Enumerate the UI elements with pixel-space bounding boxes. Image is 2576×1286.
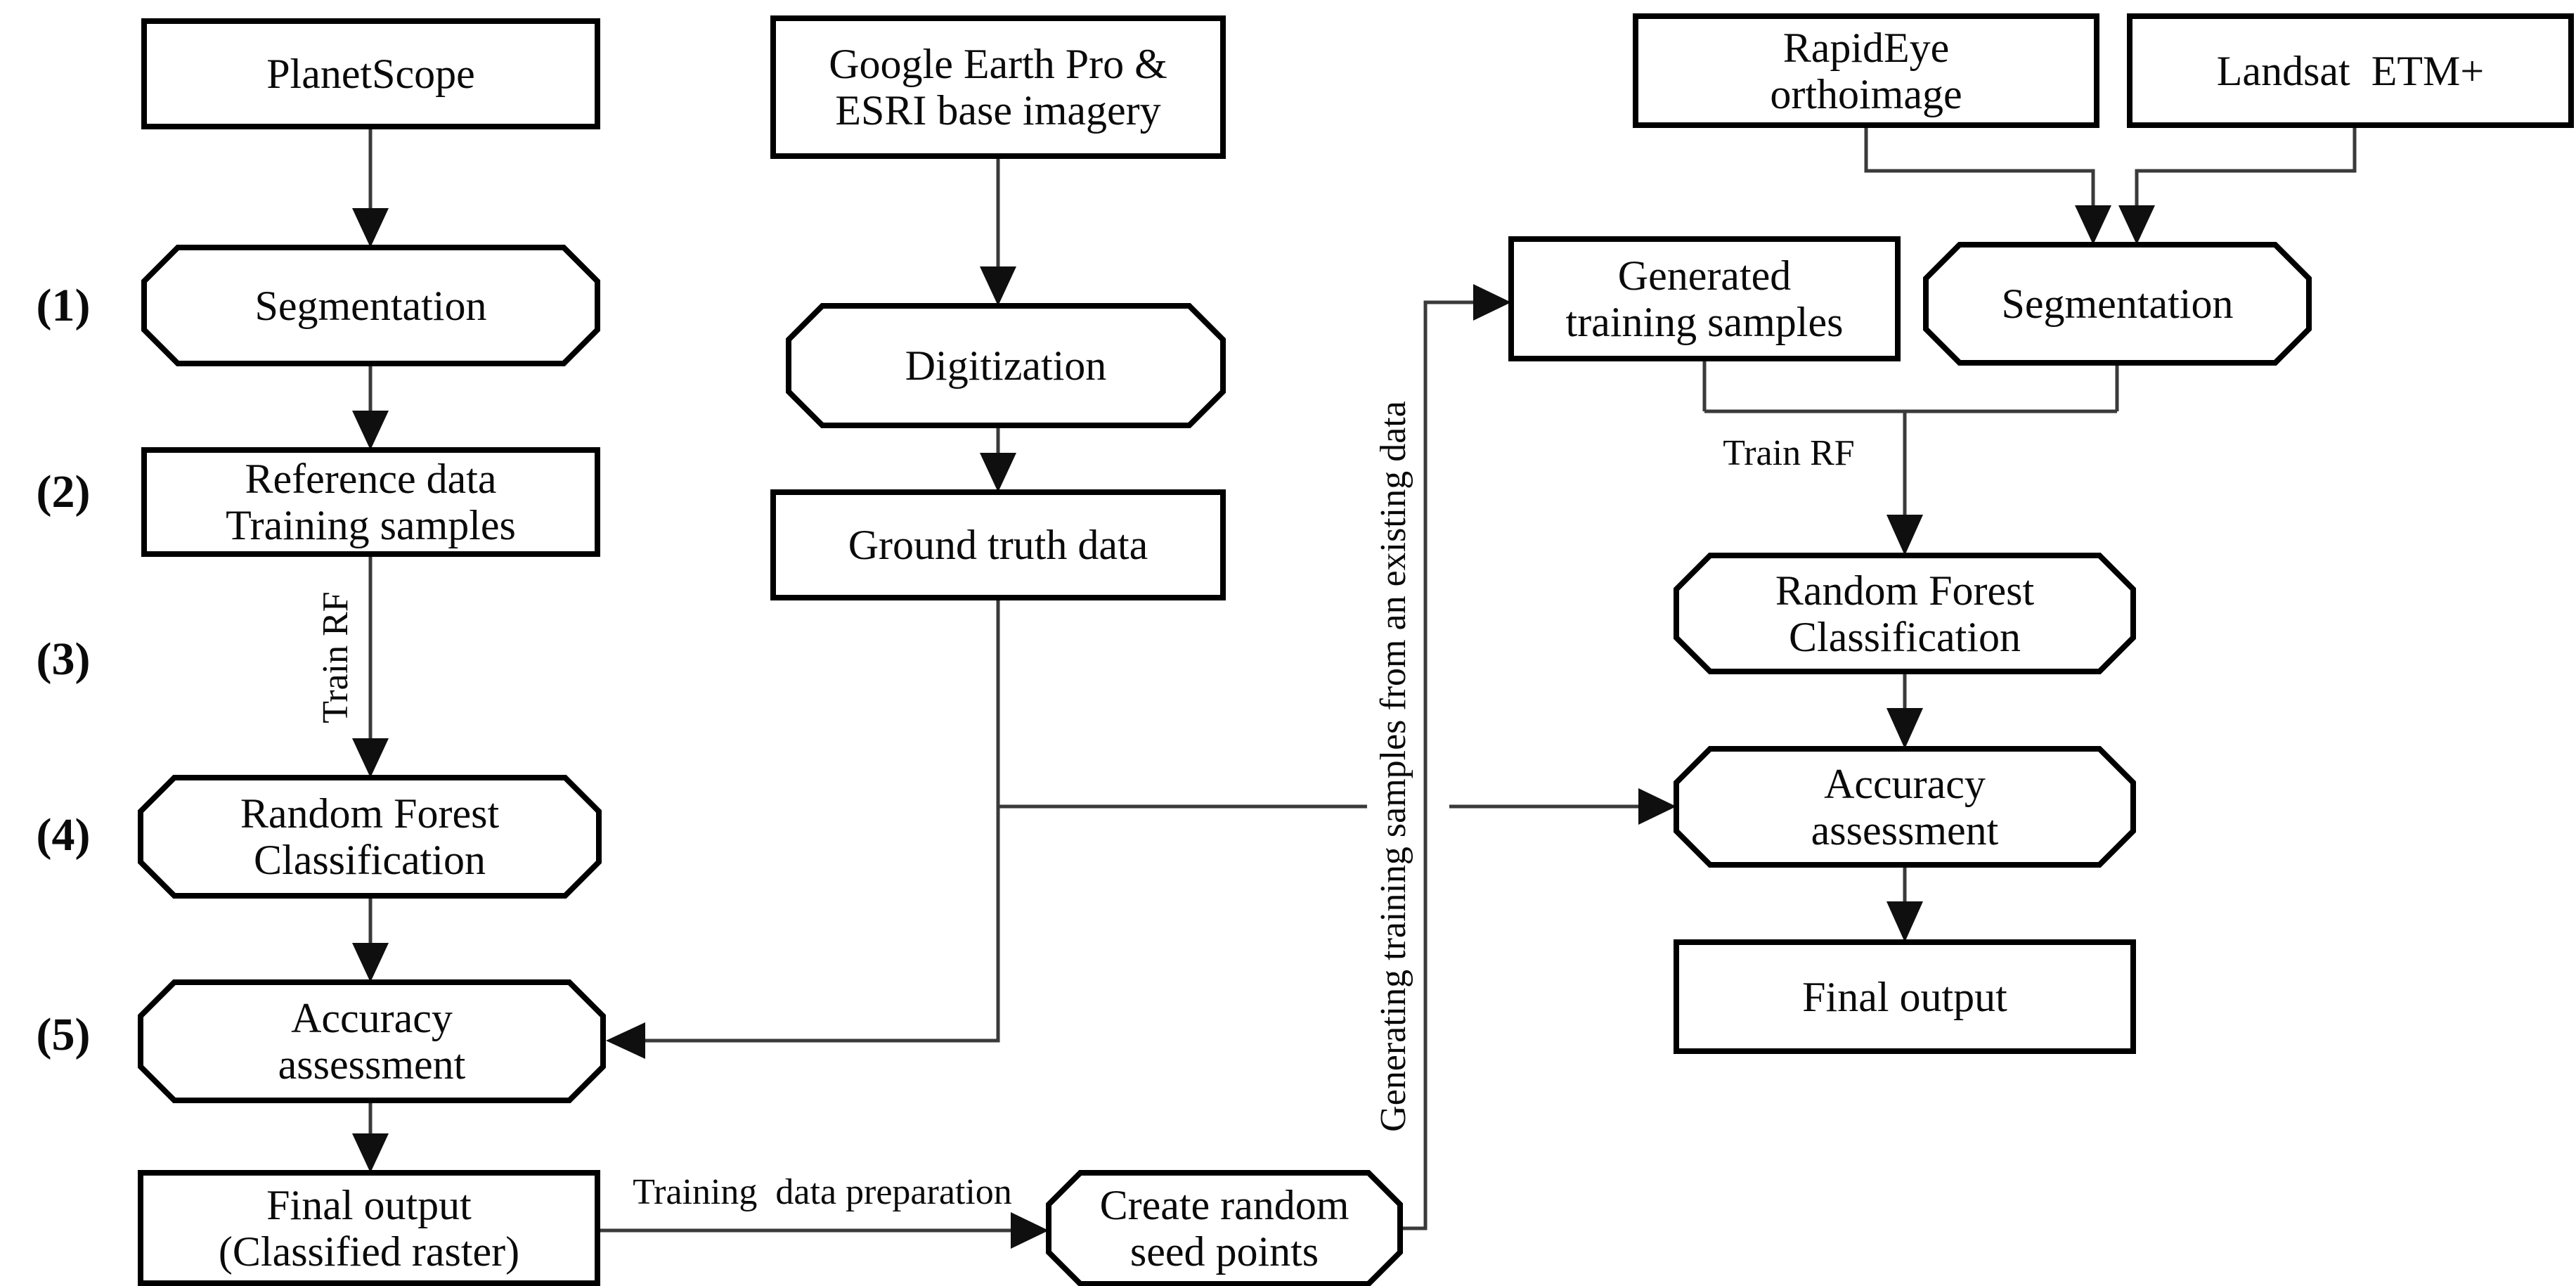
edge-rf-left-to-accuracy-left — [352, 896, 389, 982]
node-accuracy-right-line1: Accuracy — [1824, 760, 1986, 807]
node-accuracy-right-octagon — [1674, 746, 2136, 868]
node-generated-samples-line2: training samples — [1565, 299, 1844, 345]
node-final-output-left-label: Final output (Classified raster) — [141, 1173, 597, 1283]
node-rf-right-line2: Classification — [1789, 613, 2021, 660]
node-google-earth-label: Google Earth Pro & ESRI base imagery — [773, 18, 1223, 156]
edge-train-rf-junction-right — [1702, 359, 2119, 555]
edge-google-earth-to-digitization — [980, 156, 1016, 306]
node-rf-classification-right-label: Random Forest Classification — [1676, 555, 2133, 671]
step-label-3-text: (3) — [36, 634, 91, 685]
node-accuracy-right-label: Accuracy assessment — [1676, 749, 2133, 865]
node-accuracy-left-octagon — [138, 979, 606, 1103]
edge-accuracy-left-to-final-left — [352, 1100, 389, 1173]
node-planetscope-box — [141, 18, 600, 129]
node-landsat-label: Landsat ETM+ — [2130, 16, 2571, 125]
step-label-4-text: (4) — [36, 809, 91, 861]
edge-label-generating-training-samples: Generating training samples from an exis… — [1373, 288, 1414, 1245]
edge-rapideye-to-segmentation-right — [1864, 125, 2111, 245]
edge-accuracy-right-to-final-right — [1886, 865, 1923, 942]
node-seed-points-line2: seed points — [1130, 1228, 1319, 1275]
step-label-4: (4) — [4, 807, 123, 863]
node-generated-samples-label: Generated training samples — [1511, 239, 1898, 359]
node-reference-data-label: Reference data Training samples — [144, 450, 597, 554]
node-rf-classification-right-octagon — [1674, 553, 2136, 674]
node-digitization-label: Digitization — [789, 306, 1223, 425]
edge-label-training-data-preparation-text: Training data preparation — [633, 1172, 1012, 1212]
node-ground-truth-line1: Ground truth data — [848, 522, 1148, 568]
node-ground-truth-box — [770, 489, 1226, 600]
step-label-5-text: (5) — [36, 1009, 91, 1060]
node-ground-truth-label: Ground truth data — [773, 492, 1223, 598]
node-final-output-right-label: Final output — [1676, 942, 2133, 1051]
edge-ground-truth-to-accuracy-left — [606, 598, 1000, 1059]
edge-reference-to-rf-left-train-rf — [352, 554, 389, 778]
edge-label-train-rf-right: Train RF — [1683, 432, 1894, 475]
node-landsat-box — [2127, 13, 2574, 128]
step-label-5: (5) — [4, 1007, 123, 1063]
node-rf-right-line1: Random Forest — [1775, 567, 2035, 614]
node-segmentation-right-octagon — [1923, 242, 2312, 366]
node-segmentation-left-octagon — [141, 245, 600, 366]
node-digitization-octagon — [786, 303, 1226, 428]
step-label-3: (3) — [4, 631, 123, 688]
node-segmentation-right-label: Segmentation — [1926, 245, 2309, 363]
edge-digitization-to-ground-truth — [980, 425, 1016, 492]
node-generated-samples-box — [1508, 236, 1901, 361]
step-label-1-text: (1) — [36, 280, 91, 331]
edge-label-train-rf-right-text: Train RF — [1723, 433, 1855, 473]
node-segmentation-right-line1: Segmentation — [2001, 281, 2234, 327]
node-create-seed-points-octagon — [1046, 1170, 1403, 1286]
node-segmentation-left-line1: Segmentation — [254, 282, 487, 329]
node-final-left-line1: Final output — [266, 1181, 472, 1228]
node-rapideye-line2: orthoimage — [1770, 70, 1962, 117]
edge-seed-points-to-generated-samples — [1400, 284, 1511, 1230]
node-segmentation-left-label: Segmentation — [144, 247, 597, 364]
node-reference-data-line2: Training samples — [226, 502, 516, 548]
edge-segmentation-to-reference — [352, 364, 389, 450]
node-google-earth-box — [770, 15, 1226, 159]
node-accuracy-left-line2: assessment — [278, 1041, 466, 1088]
node-rf-classification-left-octagon — [138, 775, 602, 899]
node-rf-left-line1: Random Forest — [240, 790, 500, 837]
node-reference-data-line1: Reference data — [245, 456, 497, 502]
node-generated-samples-line1: Generated — [1617, 252, 1792, 299]
node-accuracy-right-line2: assessment — [1811, 806, 1999, 854]
edge-label-training-data-preparation: Training data preparation — [619, 1171, 1026, 1214]
node-rf-classification-left-label: Random Forest Classification — [141, 778, 599, 896]
edge-landsat-to-segmentation-right — [2118, 125, 2357, 245]
edge-final-left-to-seed-points — [597, 1212, 1049, 1249]
node-final-output-left-box — [138, 1170, 600, 1286]
node-planetscope-line1: PlanetScope — [266, 51, 475, 97]
step-label-1: (1) — [4, 278, 123, 334]
node-rapideye-box — [1633, 13, 2099, 128]
node-rapideye-label: RapidEye orthoimage — [1636, 16, 2097, 125]
edge-ground-truth-to-accuracy-right — [998, 788, 1676, 825]
node-rf-left-line2: Classification — [254, 837, 486, 883]
node-accuracy-left-label: Accuracy assessment — [141, 982, 603, 1100]
edge-label-generating-training-samples-text: Generating training samples from an exis… — [1373, 401, 1413, 1132]
step-label-2: (2) — [4, 464, 123, 520]
node-reference-data-box — [141, 447, 600, 557]
node-seed-points-line1: Create random — [1099, 1182, 1350, 1228]
edge-label-train-rf-left: Train RF — [315, 552, 357, 763]
step-label-2-text: (2) — [36, 466, 91, 517]
node-rapideye-line1: RapidEye — [1782, 24, 1950, 71]
node-accuracy-left-line1: Accuracy — [291, 995, 453, 1041]
node-google-earth-line2: ESRI base imagery — [835, 87, 1161, 134]
node-planetscope-label: PlanetScope — [144, 21, 597, 127]
edge-label-train-rf-left-text: Train RF — [316, 591, 356, 724]
node-google-earth-line1: Google Earth Pro & — [829, 41, 1167, 87]
node-final-right-line1: Final output — [1802, 973, 2007, 1020]
node-landsat-line1: Landsat ETM+ — [2216, 47, 2485, 94]
edge-planetscope-to-segmentation — [352, 127, 389, 247]
edge-rf-right-to-accuracy-right — [1886, 671, 1923, 749]
node-final-output-right-box — [1674, 939, 2136, 1054]
node-create-seed-points-label: Create random seed points — [1049, 1173, 1400, 1284]
node-digitization-line1: Digitization — [905, 342, 1107, 389]
node-final-left-line2: (Classified raster) — [218, 1228, 520, 1275]
